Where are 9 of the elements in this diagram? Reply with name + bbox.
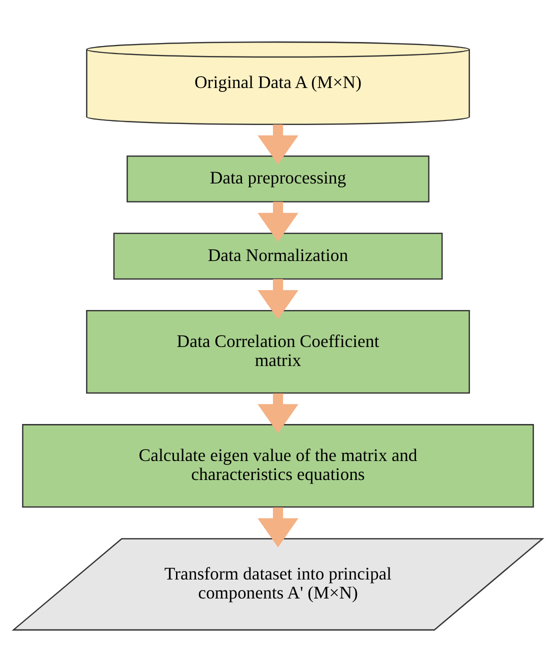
node-box: Data Correlation Coefficient matrix	[86, 310, 470, 394]
arrow	[258, 392, 298, 433]
arrow	[258, 124, 298, 164]
node-box: Data Normalization	[113, 232, 443, 280]
arrow	[258, 201, 298, 242]
arrow	[258, 278, 298, 319]
node-box: Calculate eigen value of the matrix and characteristics equations	[22, 424, 534, 508]
node-box: Data preprocessing	[126, 154, 430, 202]
arrow	[258, 506, 298, 547]
